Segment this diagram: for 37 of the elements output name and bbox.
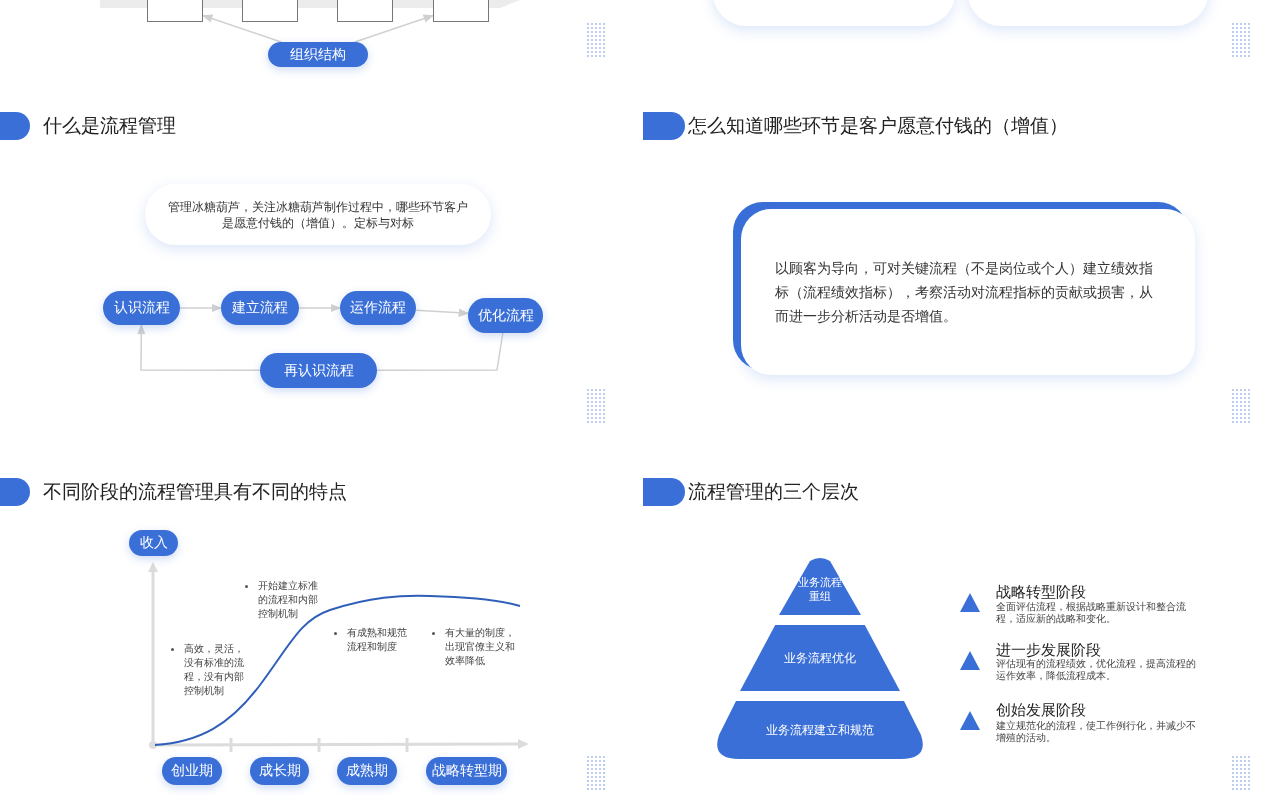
pyramid-tier: 业务流程重组	[779, 557, 861, 615]
level-heading: 进一步发展阶段	[996, 641, 1102, 658]
stage-pill: 建立流程	[221, 291, 299, 325]
arrow	[179, 303, 223, 313]
stage-pill: 组织结构	[268, 42, 368, 67]
arrow	[415, 308, 470, 317]
section-heading: 流程管理的三个层次	[688, 480, 860, 504]
stage-pill: 运作流程	[340, 291, 416, 325]
stage-pill: 创业期	[162, 757, 222, 785]
stage-pill: 收入	[129, 530, 178, 556]
connector-line	[376, 332, 504, 372]
arrow	[137, 323, 261, 372]
level-heading: 创始发展阶段	[996, 701, 1087, 719]
level-description: 建立规范化的流程，使工作例行化，并减少不增殖的活动。	[996, 720, 1197, 744]
stage-note: 有成熟和规范流程和制度	[347, 626, 408, 654]
stage-pill: 成长期	[250, 757, 309, 785]
level-description: 评估现有的流程绩效，优化流程，提高流程的运作效率，降低流程成本。	[996, 658, 1197, 682]
stage-note: 有大量的制度，出现官僚主义和效率降低	[445, 626, 516, 668]
stage-pill: 战略转型期	[426, 757, 507, 785]
level-description: 全面评估流程，根据战略重新设计和整合流程，适应新的战略和变化。	[996, 601, 1187, 625]
text-card: 以顾客为导向，可对关键流程（不是岗位或个人）建立绩效指标（流程绩效指标），考察活动对流程指标的贡献或损害，从而进一步分析活动是否增值。	[741, 209, 1195, 375]
level-heading: 战略转型阶段	[996, 583, 1087, 601]
stage-pill: 成熟期	[337, 757, 397, 785]
stage-note: 高效，灵活，没有标准的流程，没有内部控制机制	[184, 642, 245, 698]
section-heading: 怎么知道哪些环节是客户愿意付钱的（增值）	[688, 114, 1069, 138]
pyramid-tier: 业务流程建立和规范	[715, 701, 925, 759]
stage-pill: 认识流程	[103, 291, 180, 325]
stage-pill: 再认识流程	[260, 353, 377, 388]
text-card: 管理冰糖葫芦，关注冰糖葫芦制作过程中，哪些环节客户是愿意付钱的（增值）。定标与对标	[145, 184, 491, 245]
section-heading: 什么是流程管理	[43, 114, 177, 138]
arrow	[298, 303, 342, 313]
stage-note: 开始建立标准的流程和内部控制机制	[258, 579, 319, 621]
pyramid-tier: 业务流程优化	[740, 625, 900, 691]
section-heading: 不同阶段的流程管理具有不同的特点	[43, 480, 348, 504]
stage-pill: 优化流程	[468, 298, 543, 333]
arrow	[202, 14, 282, 43]
arrow	[354, 14, 434, 43]
